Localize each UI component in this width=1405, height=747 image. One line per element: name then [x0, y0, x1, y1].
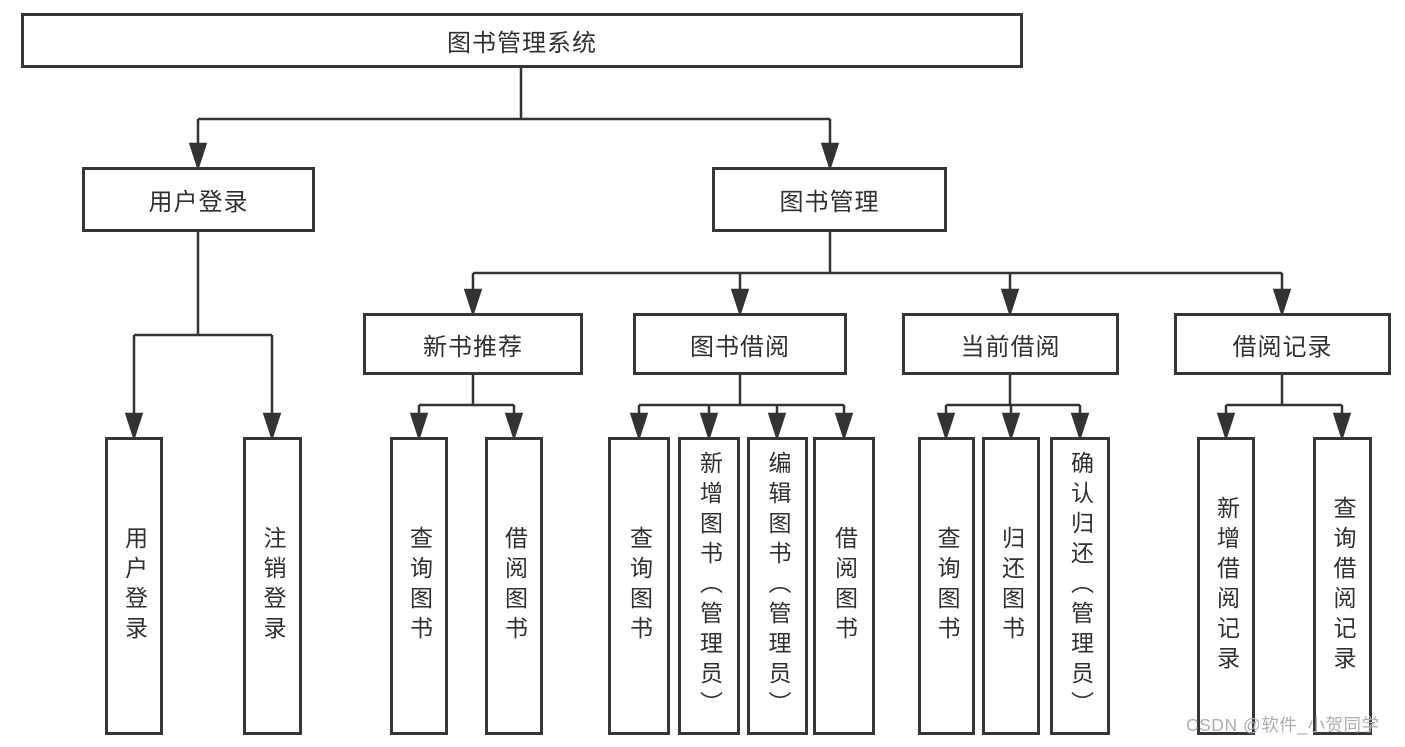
arrow-down-icon [767, 412, 787, 442]
node-book-management: 图书管理 [712, 167, 947, 232]
node-label: 借阅记录 [1232, 333, 1333, 361]
node-new-book-recommendation: 新书推荐 [363, 313, 583, 375]
leaf-bor-edit-books-admin: 编辑图书（管理员） [747, 437, 808, 735]
node-borrowing-records: 借阅记录 [1174, 313, 1391, 375]
leaf-label: 新增图书（管理员） [696, 451, 723, 721]
leaf-logout: 注销登录 [243, 437, 302, 735]
node-user-login: 用户登录 [82, 167, 315, 232]
connector-user-login-to-leaves [124, 232, 282, 442]
leaf-label: 查询图书 [626, 526, 653, 646]
leaf-label: 查询借阅记录 [1330, 496, 1356, 676]
arrow-down-icon [936, 412, 956, 442]
connector-current-borrowing-to-leaves [936, 375, 1090, 442]
leaf-rec-query-books: 查询图书 [390, 437, 448, 735]
node-book-borrowing: 图书借阅 [633, 313, 847, 375]
leaf-cur-query-books: 查询图书 [918, 437, 975, 735]
leaf-cur-return-books: 归还图书 [982, 437, 1040, 735]
connector-borrowing-records-to-leaves [1216, 375, 1352, 442]
leaf-label: 编辑图书（管理员） [765, 451, 791, 721]
csdn-watermark: CSDN @软件_小贺同学 [1186, 715, 1380, 735]
leaf-user-login: 用户登录 [105, 437, 163, 735]
node-current-borrowing: 当前借阅 [902, 313, 1119, 375]
arrow-down-icon [124, 412, 144, 442]
arrow-down-icon [463, 288, 483, 318]
leaf-label: 新增借阅记录 [1213, 496, 1240, 676]
arrow-down-icon [1001, 412, 1021, 442]
node-label: 图书管理 [779, 189, 880, 216]
arrow-down-icon [1070, 412, 1090, 442]
leaf-cur-confirm-return-admin: 确认归还（管理员） [1050, 437, 1110, 735]
leaf-bor-borrow-books: 借阅图书 [813, 437, 875, 735]
node-library-management-system: 图书管理系统 [21, 13, 1023, 68]
leaf-label: 归还图书 [998, 526, 1025, 646]
arrow-down-icon [699, 412, 719, 442]
leaf-label: 注销登录 [260, 526, 286, 646]
arrow-down-icon [409, 412, 429, 442]
leaf-label: 借阅图书 [831, 526, 858, 646]
leaf-label: 查询图书 [934, 526, 960, 646]
node-label: 图书借阅 [690, 333, 790, 361]
arrow-down-icon [730, 288, 750, 318]
arrow-down-icon [629, 412, 649, 442]
leaf-label: 借阅图书 [501, 526, 528, 646]
node-label: 新书推荐 [423, 333, 523, 361]
leaf-rec-borrow-books: 借阅图书 [485, 437, 543, 735]
leaf-label: 用户登录 [121, 526, 148, 646]
node-label: 用户登录 [148, 189, 249, 216]
leaf-bor-add-books-admin: 新增图书（管理员） [678, 437, 740, 735]
arrow-down-icon [1216, 412, 1236, 442]
arrow-down-icon [834, 412, 854, 442]
arrow-down-icon [1332, 412, 1352, 442]
connector-new-book-recommendation-to-leaves [409, 375, 524, 442]
node-label: 当前借阅 [960, 333, 1061, 361]
arrow-down-icon [504, 412, 524, 442]
arrow-down-icon [820, 142, 840, 172]
arrow-down-icon [262, 412, 282, 442]
arrow-down-icon [1272, 288, 1292, 318]
connector-book-management-to-level3 [463, 232, 1292, 318]
leaf-records-query-record: 查询借阅记录 [1313, 437, 1372, 735]
connector-book-borrowing-to-leaves [629, 375, 854, 442]
node-label: 图书管理系统 [447, 30, 597, 57]
arrow-down-icon [188, 142, 208, 172]
connector-root-to-level2 [188, 68, 840, 172]
arrow-down-icon [1000, 288, 1020, 318]
leaf-label: 查询图书 [406, 526, 433, 646]
leaf-bor-query-books: 查询图书 [608, 437, 670, 735]
leaf-records-add-record: 新增借阅记录 [1197, 437, 1255, 735]
leaf-label: 确认归还（管理员） [1067, 451, 1094, 721]
